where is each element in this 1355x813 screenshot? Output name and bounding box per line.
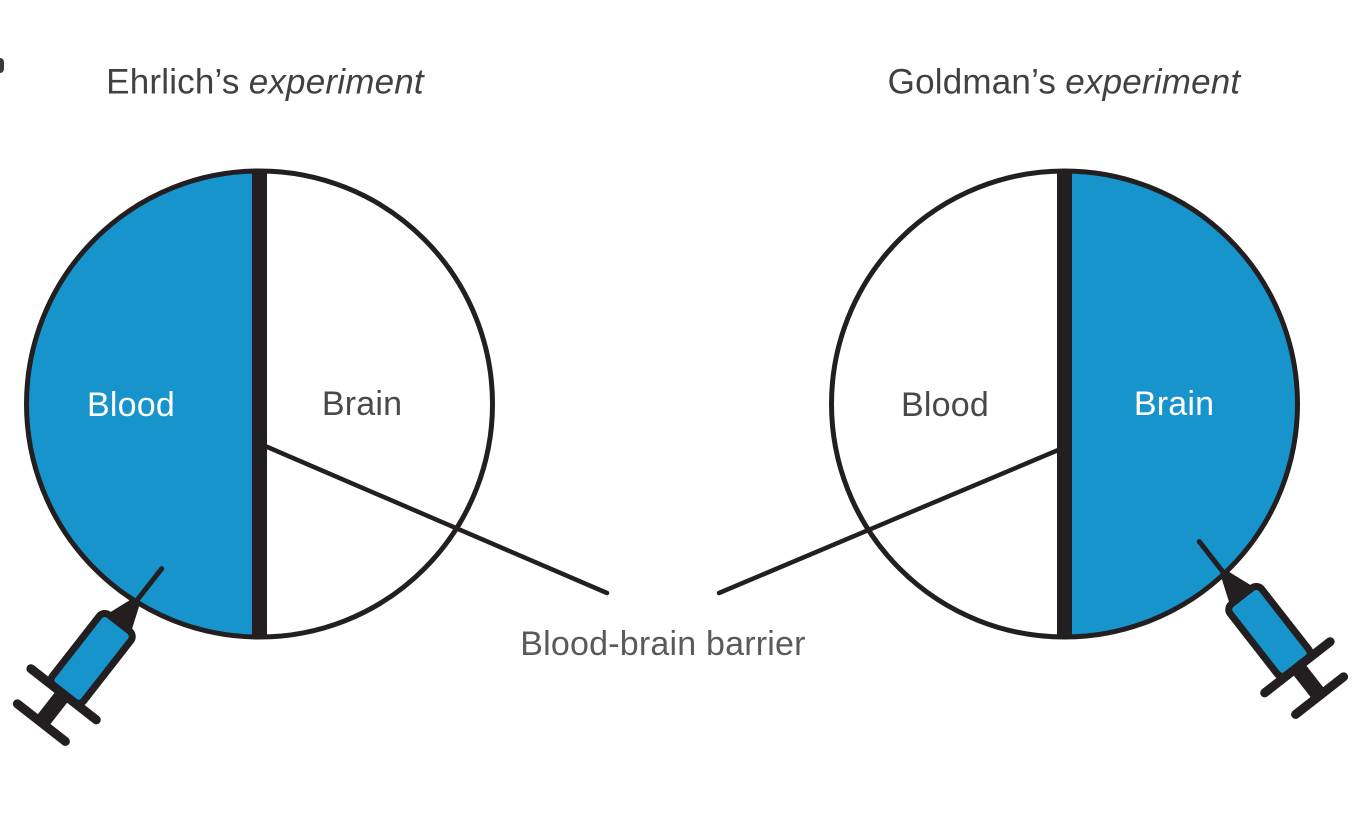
goldman-brain-half-fill (1064, 171, 1298, 637)
goldman-barrier-pointer-line (716, 445, 1066, 596)
blood-brain-barrier-label: Blood-brain barrier (520, 625, 806, 663)
goldman-circle-outline (829, 168, 1300, 640)
goldman-blood-label: Blood (901, 386, 989, 424)
goldman-brain-label: Brain (1133, 385, 1215, 423)
ehrlich-brain-label: Brain (321, 385, 403, 423)
goldman-title-name: Goldman’s (887, 62, 1057, 102)
ehrlich-blood-label: Blood (87, 386, 175, 424)
ehrlich-circle-outline (24, 168, 495, 640)
ehrlich-title-name: Ehrlich’s (106, 62, 240, 102)
goldman-barrier-divider (1057, 172, 1072, 636)
goldman-circle-group (716, 168, 1355, 727)
goldman-title-word: experiment (1065, 62, 1241, 102)
ehrlich-circle-group (2, 168, 610, 754)
ehrlich-title-word: experiment (248, 62, 424, 102)
ehrlich-barrier-divider (252, 172, 267, 636)
ehrlich-barrier-pointer-line (262, 443, 610, 596)
cropped-glyph-artifact (0, 58, 4, 73)
ehrlich-blood-half-fill (26, 171, 260, 637)
